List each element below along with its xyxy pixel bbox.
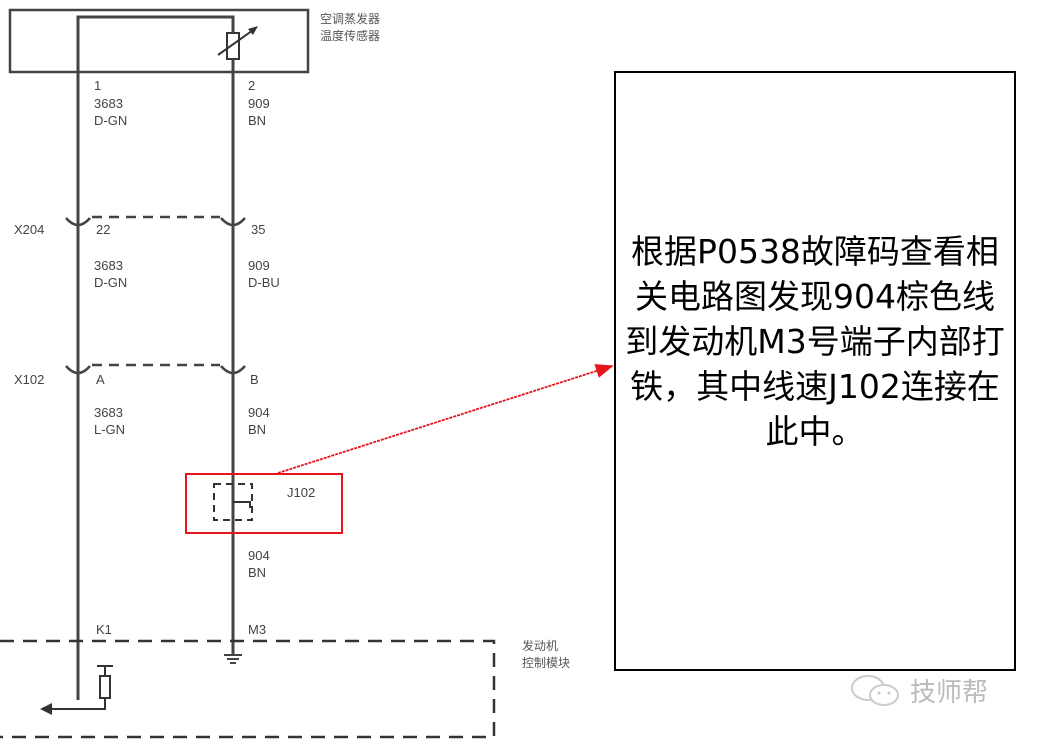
left-circuit-1: 3683 [94, 96, 123, 111]
left-module-pin: K1 [96, 622, 112, 637]
left-color-2: D-GN [94, 275, 127, 290]
x204-label: X204 [14, 222, 44, 237]
right-color-3: BN [248, 422, 266, 437]
right-circuit-2: 909 [248, 258, 270, 273]
x102-label: X102 [14, 372, 44, 387]
module-label-2: 控制模块 [522, 656, 570, 670]
right-color-1: BN [248, 113, 266, 128]
left-pin-1: 1 [94, 78, 101, 93]
wechat-icon [851, 674, 899, 706]
resistor-icon [50, 665, 113, 710]
note-box: 根据P0538故障码查看相关电路图发现904棕色线到发动机M3号端子内部打铁，其… [614, 71, 1016, 671]
left-circuit-3: 3683 [94, 405, 123, 420]
right-color-4: BN [248, 565, 266, 580]
ground-icon [224, 654, 242, 664]
right-pin-x102: B [250, 372, 259, 387]
right-pin-2: 2 [248, 78, 255, 93]
thermistor-icon [217, 26, 258, 60]
wire-left [76, 15, 235, 700]
arrow-left-icon [40, 703, 52, 715]
sensor-box [8, 8, 310, 74]
left-pin-x102: A [96, 372, 105, 387]
note-text: 根据P0538故障码查看相关电路图发现904棕色线到发动机M3号端子内部打铁，其… [625, 231, 1005, 451]
sensor-label-1: 空调蒸发器 [320, 11, 380, 26]
connector-x102 [65, 363, 246, 375]
right-module-pin: M3 [248, 622, 266, 637]
right-color-2: D-BU [248, 275, 280, 290]
left-color-3: L-GN [94, 422, 125, 437]
right-pin-x204: 35 [251, 222, 265, 237]
left-pin-x204: 22 [96, 222, 110, 237]
module-label-1: 发动机 [522, 638, 558, 653]
highlight-box [185, 473, 343, 534]
splice-label: J102 [287, 485, 315, 500]
right-circuit-4: 904 [248, 548, 270, 563]
watermark: 技师帮 [848, 672, 988, 709]
left-color-1: D-GN [94, 113, 127, 128]
right-circuit-3: 904 [248, 405, 270, 420]
module-box [0, 639, 496, 739]
callout-arrow [277, 364, 614, 474]
sensor-label-2: 温度传感器 [320, 28, 380, 43]
watermark-text: 技师帮 [910, 678, 989, 708]
right-circuit-1: 909 [248, 96, 270, 111]
splice-icon [213, 483, 253, 521]
left-circuit-2: 3683 [94, 258, 123, 273]
connector-x204 [65, 215, 246, 227]
